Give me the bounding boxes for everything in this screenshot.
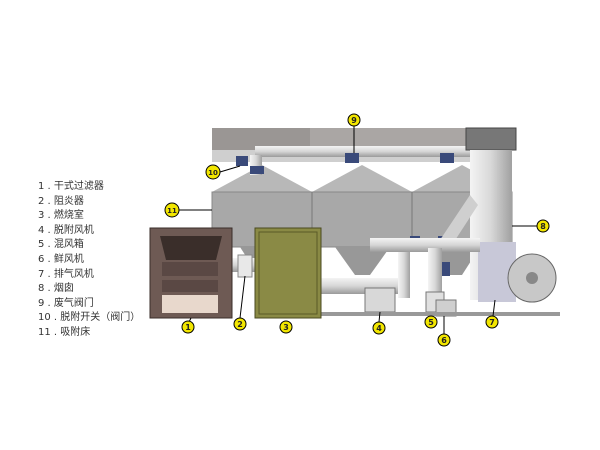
exhaust-fan <box>478 242 557 303</box>
base-rail <box>320 312 560 316</box>
marker-11: 11 <box>164 202 212 218</box>
svg-text:6: 6 <box>441 336 447 345</box>
combustion-chamber <box>254 227 322 319</box>
legend-item: 4 . 脱附风机 <box>38 224 94 236</box>
svg-text:11: 11 <box>167 207 177 215</box>
svg-text:5: 5 <box>428 318 434 327</box>
flame-arrester <box>237 254 253 278</box>
legend-item: 9 . 废气阀门 <box>38 297 94 309</box>
marker-8: 8 <box>512 219 550 233</box>
pipe <box>370 238 480 252</box>
desorption-fan <box>364 287 396 313</box>
marker-6: 6 <box>437 316 451 347</box>
legend-item: 3 . 燃烧室 <box>38 210 84 222</box>
svg-text:1: 1 <box>185 323 191 332</box>
marker-3: 3 <box>279 320 293 334</box>
svg-text:4: 4 <box>376 324 382 333</box>
svg-text:7: 7 <box>489 318 495 327</box>
svg-text:3: 3 <box>283 323 289 332</box>
marker-7: 7 <box>485 299 499 329</box>
marker-2: 2 <box>233 275 247 331</box>
svg-text:8: 8 <box>540 222 546 231</box>
marker-9: 9 <box>347 113 361 153</box>
marker-10: 10 <box>205 164 241 180</box>
legend-item: 11 . 吸附床 <box>38 326 91 338</box>
marker-1: 1 <box>181 317 195 334</box>
legend-item: 7 . 排气风机 <box>38 268 94 280</box>
pipe <box>428 248 442 298</box>
legend-item: 1 . 干式过滤器 <box>38 181 104 192</box>
legend-item: 5 . 混风箱 <box>38 239 84 251</box>
legend-item: 10 . 脱附开关（阀门） <box>38 312 141 324</box>
legend: 1 . 干式过滤器 2 . 阻炎器 3 . 燃烧室 4 . 脱附风机 5 . 混… <box>38 180 140 341</box>
legend-item: 8 . 烟囱 <box>38 283 74 295</box>
svg-text:2: 2 <box>237 320 243 329</box>
svg-text:10: 10 <box>208 169 218 177</box>
marker-5: 5 <box>424 315 438 329</box>
pipe <box>398 252 410 298</box>
marker-4: 4 <box>372 311 386 335</box>
dry-filter <box>149 227 233 319</box>
legend-item: 6 . 鲜风机 <box>38 253 84 265</box>
top-duct <box>255 146 475 157</box>
legend-item: 2 . 阻炎器 <box>38 195 84 207</box>
svg-text:9: 9 <box>351 116 357 125</box>
